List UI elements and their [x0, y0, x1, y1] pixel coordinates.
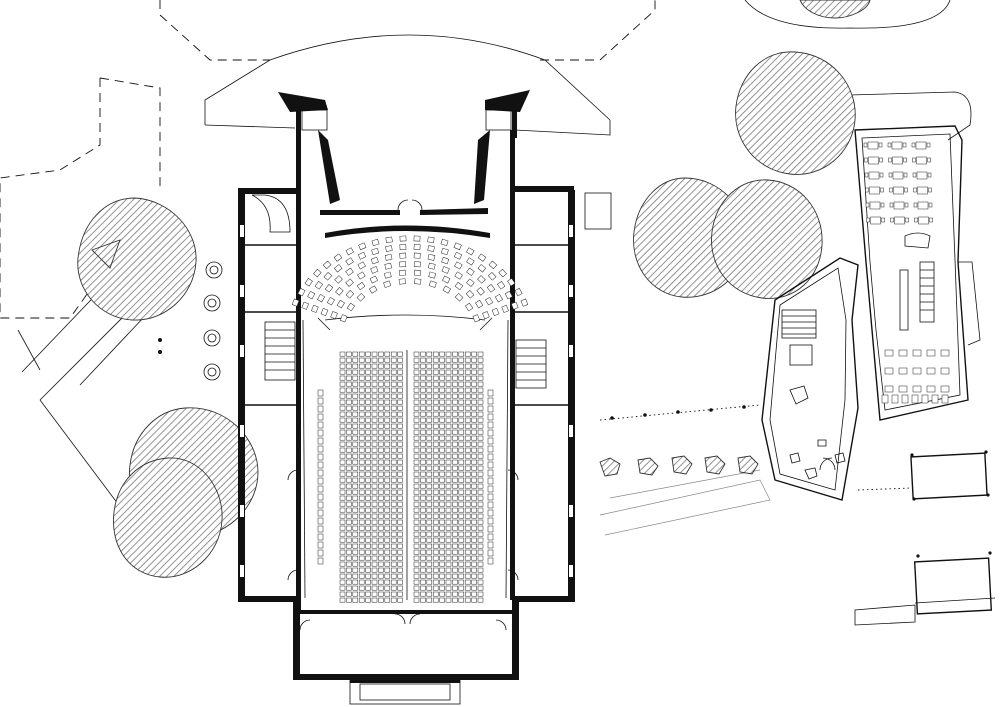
pavilion-boxes	[910, 450, 993, 615]
outdoor-tables	[599, 455, 759, 477]
outdoor-planters	[158, 261, 223, 381]
site-lines	[17, 0, 996, 626]
trees	[77, 0, 871, 578]
colonnade-points	[610, 405, 746, 420]
cafe-annex	[761, 125, 981, 501]
main-building	[238, 90, 575, 705]
tiered-seating	[291, 235, 529, 323]
auditorium-seating	[339, 350, 484, 603]
side-loge-seats	[317, 389, 494, 565]
site-boundary-dashed	[0, 0, 656, 319]
